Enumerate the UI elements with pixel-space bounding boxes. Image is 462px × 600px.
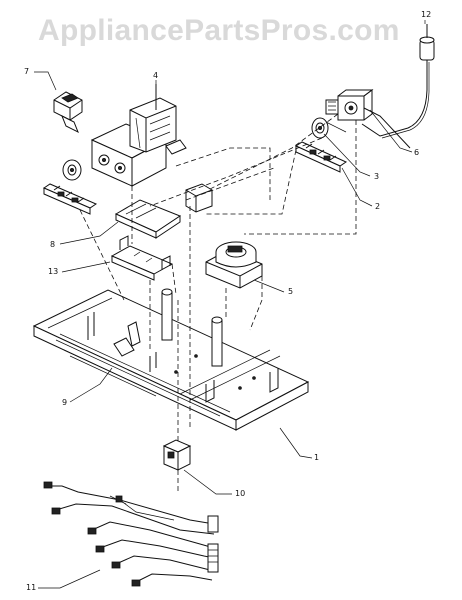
callout-1: 1 [314,453,320,462]
callout-5: 5 [288,287,294,296]
callout-13: 13 [48,267,59,276]
callout-9: 9 [62,398,68,407]
part-11-wire-harness [43,481,219,587]
callout-10: 10 [235,489,246,498]
part-12-ferrite-sleeve [361,24,435,139]
part-1-base-chassis [32,288,310,431]
part-dial-left [62,159,82,181]
callout-12: 12 [421,10,432,19]
callout-2: 2 [375,202,381,211]
part-left-rail [42,183,98,215]
part-6-switch-assembly [325,89,411,149]
callout-11: 11 [26,583,37,592]
part-2-bracket [294,141,348,173]
watermark-text: AppliancePartsPros.com [38,14,400,47]
part-8-circuit-board [114,199,182,239]
part-7-block [53,91,83,134]
part-5-motor [205,241,263,289]
callout-3: 3 [374,172,380,181]
assembly-guide-lines [79,113,357,492]
callout-leaders [34,20,426,589]
callout-8: 8 [50,240,56,249]
callout-4: 4 [153,71,159,80]
part-3-knob [311,117,347,139]
part-10-switch [162,439,192,471]
callout-7: 7 [24,67,30,76]
part-13-bracket [110,235,174,281]
callout-6: 6 [414,148,420,157]
part-4-relay-block [90,84,187,187]
